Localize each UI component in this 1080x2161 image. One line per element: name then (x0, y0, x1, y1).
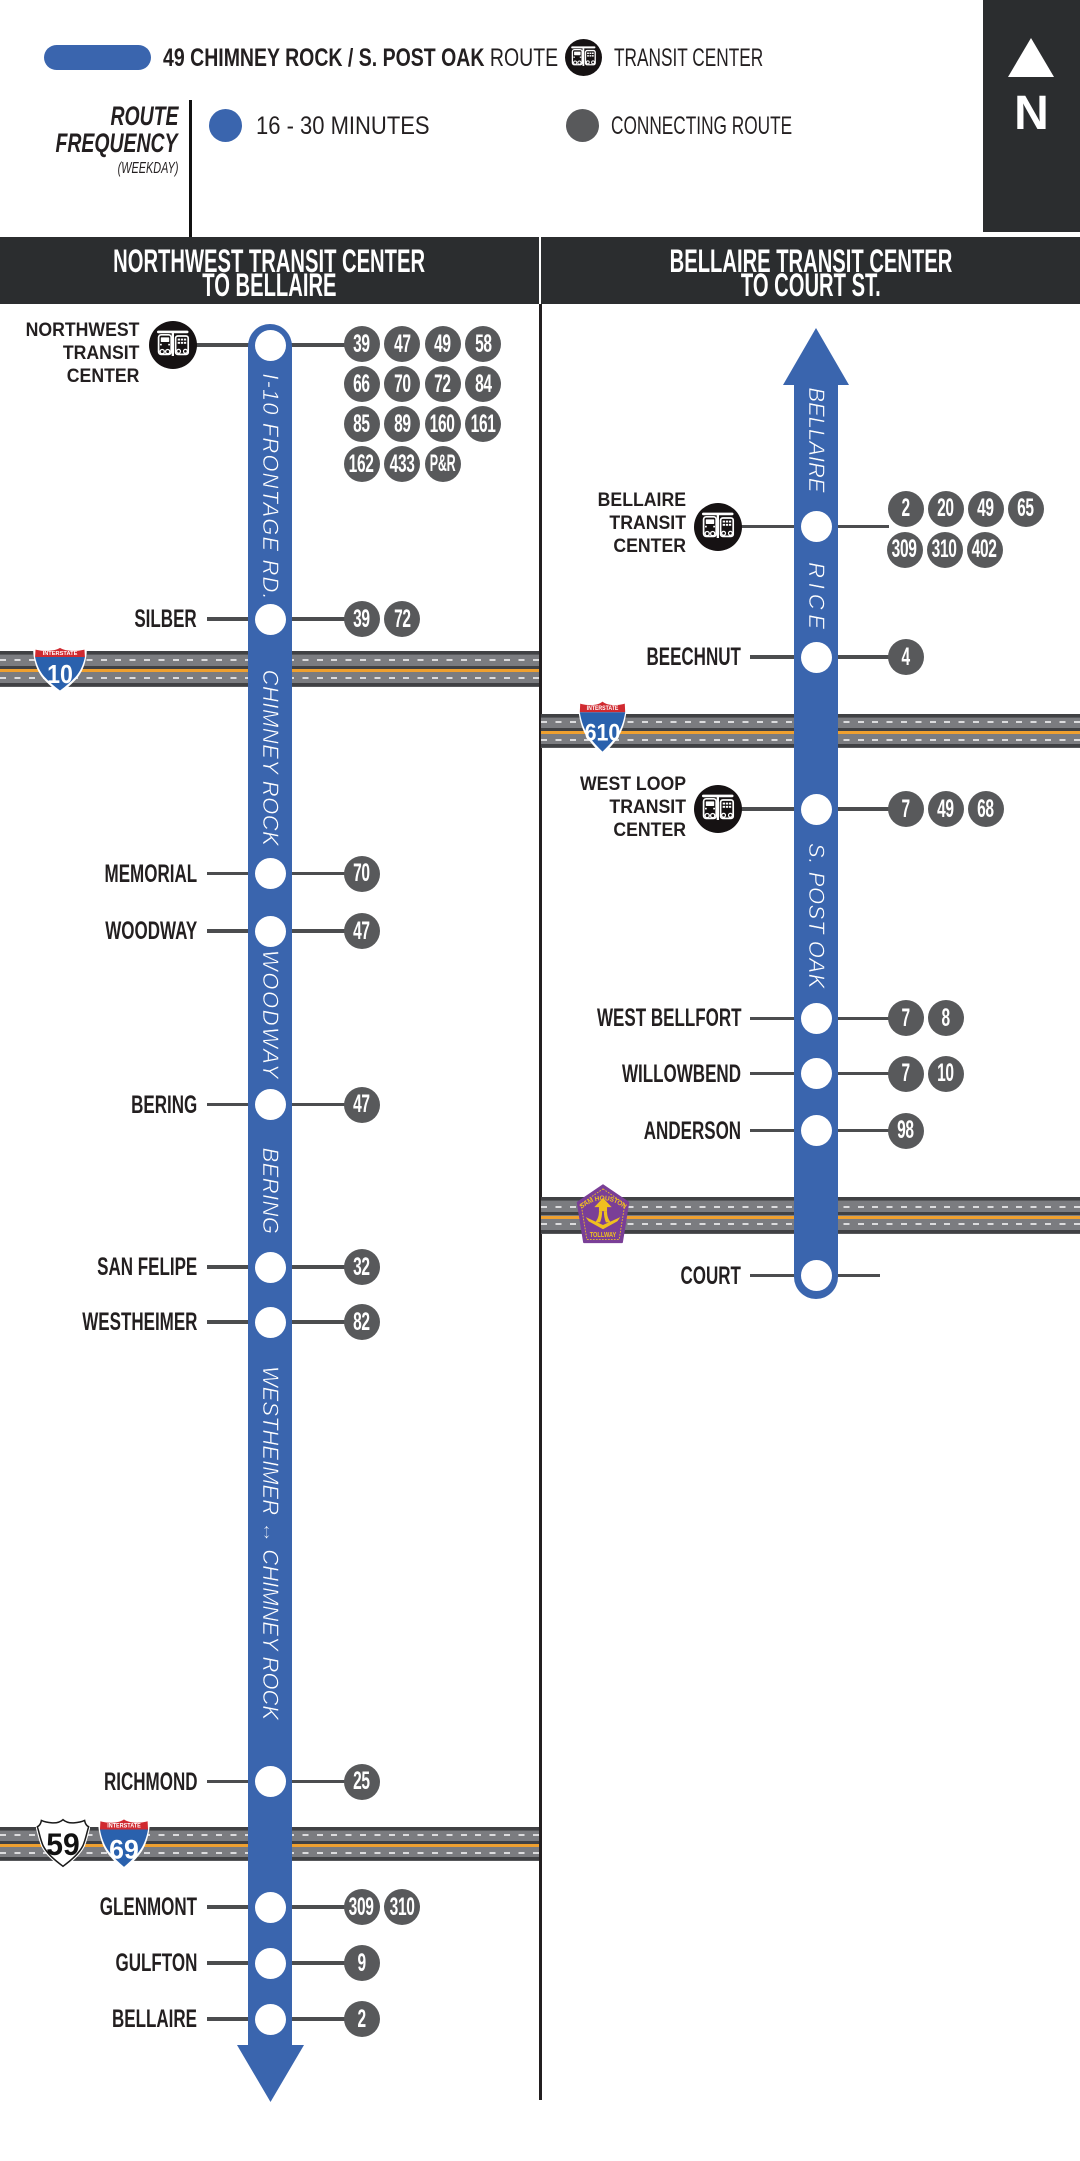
svg-text:69: 69 (109, 1834, 139, 1865)
svg-text:TOLLWAY: TOLLWAY (590, 1230, 617, 1239)
svg-text:INTERSTATE: INTERSTATE (586, 705, 618, 712)
svg-text:59: 59 (46, 1826, 79, 1862)
svg-text:610: 610 (584, 718, 620, 745)
svg-text:10: 10 (47, 660, 73, 689)
svg-text:INTERSTATE: INTERSTATE (107, 1823, 141, 1829)
svg-text:INTERSTATE: INTERSTATE (43, 651, 78, 657)
